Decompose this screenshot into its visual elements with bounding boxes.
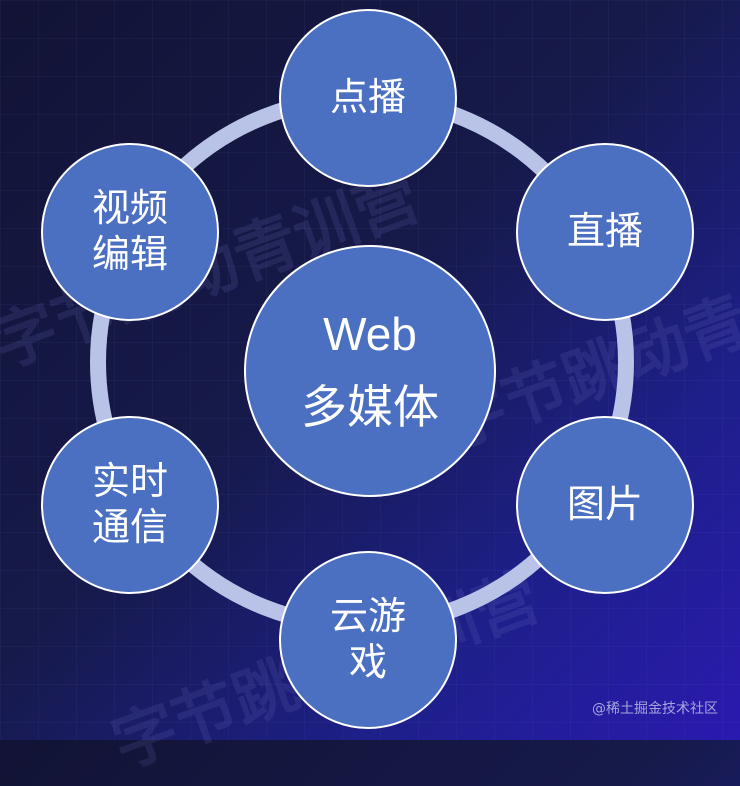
node-label: 编辑 <box>91 232 168 276</box>
node-label: 图片 <box>566 482 643 527</box>
node-video-editing: 视频 编辑 <box>41 143 219 321</box>
node-label: 视频 <box>91 186 168 231</box>
credit-text: @稀土掘金技术社区 <box>592 701 718 717</box>
node-label: 通信 <box>91 505 168 549</box>
node-vod: 点播 <box>279 9 457 187</box>
center-subtitle: 多媒体 <box>301 380 439 434</box>
node-label: 戏 <box>348 640 387 684</box>
node-label: 实时 <box>91 459 168 504</box>
node-cloud-gaming: 云游 戏 <box>279 551 457 729</box>
node-label: 云游 <box>329 594 406 639</box>
node-image: 图片 <box>516 416 694 594</box>
node-rtc: 实时 通信 <box>41 416 219 594</box>
center-title: Web <box>323 307 417 360</box>
center-node: Web 多媒体 <box>244 245 496 497</box>
node-label: 直播 <box>566 209 643 254</box>
node-live: 直播 <box>516 143 694 321</box>
node-label: 点播 <box>329 75 406 120</box>
